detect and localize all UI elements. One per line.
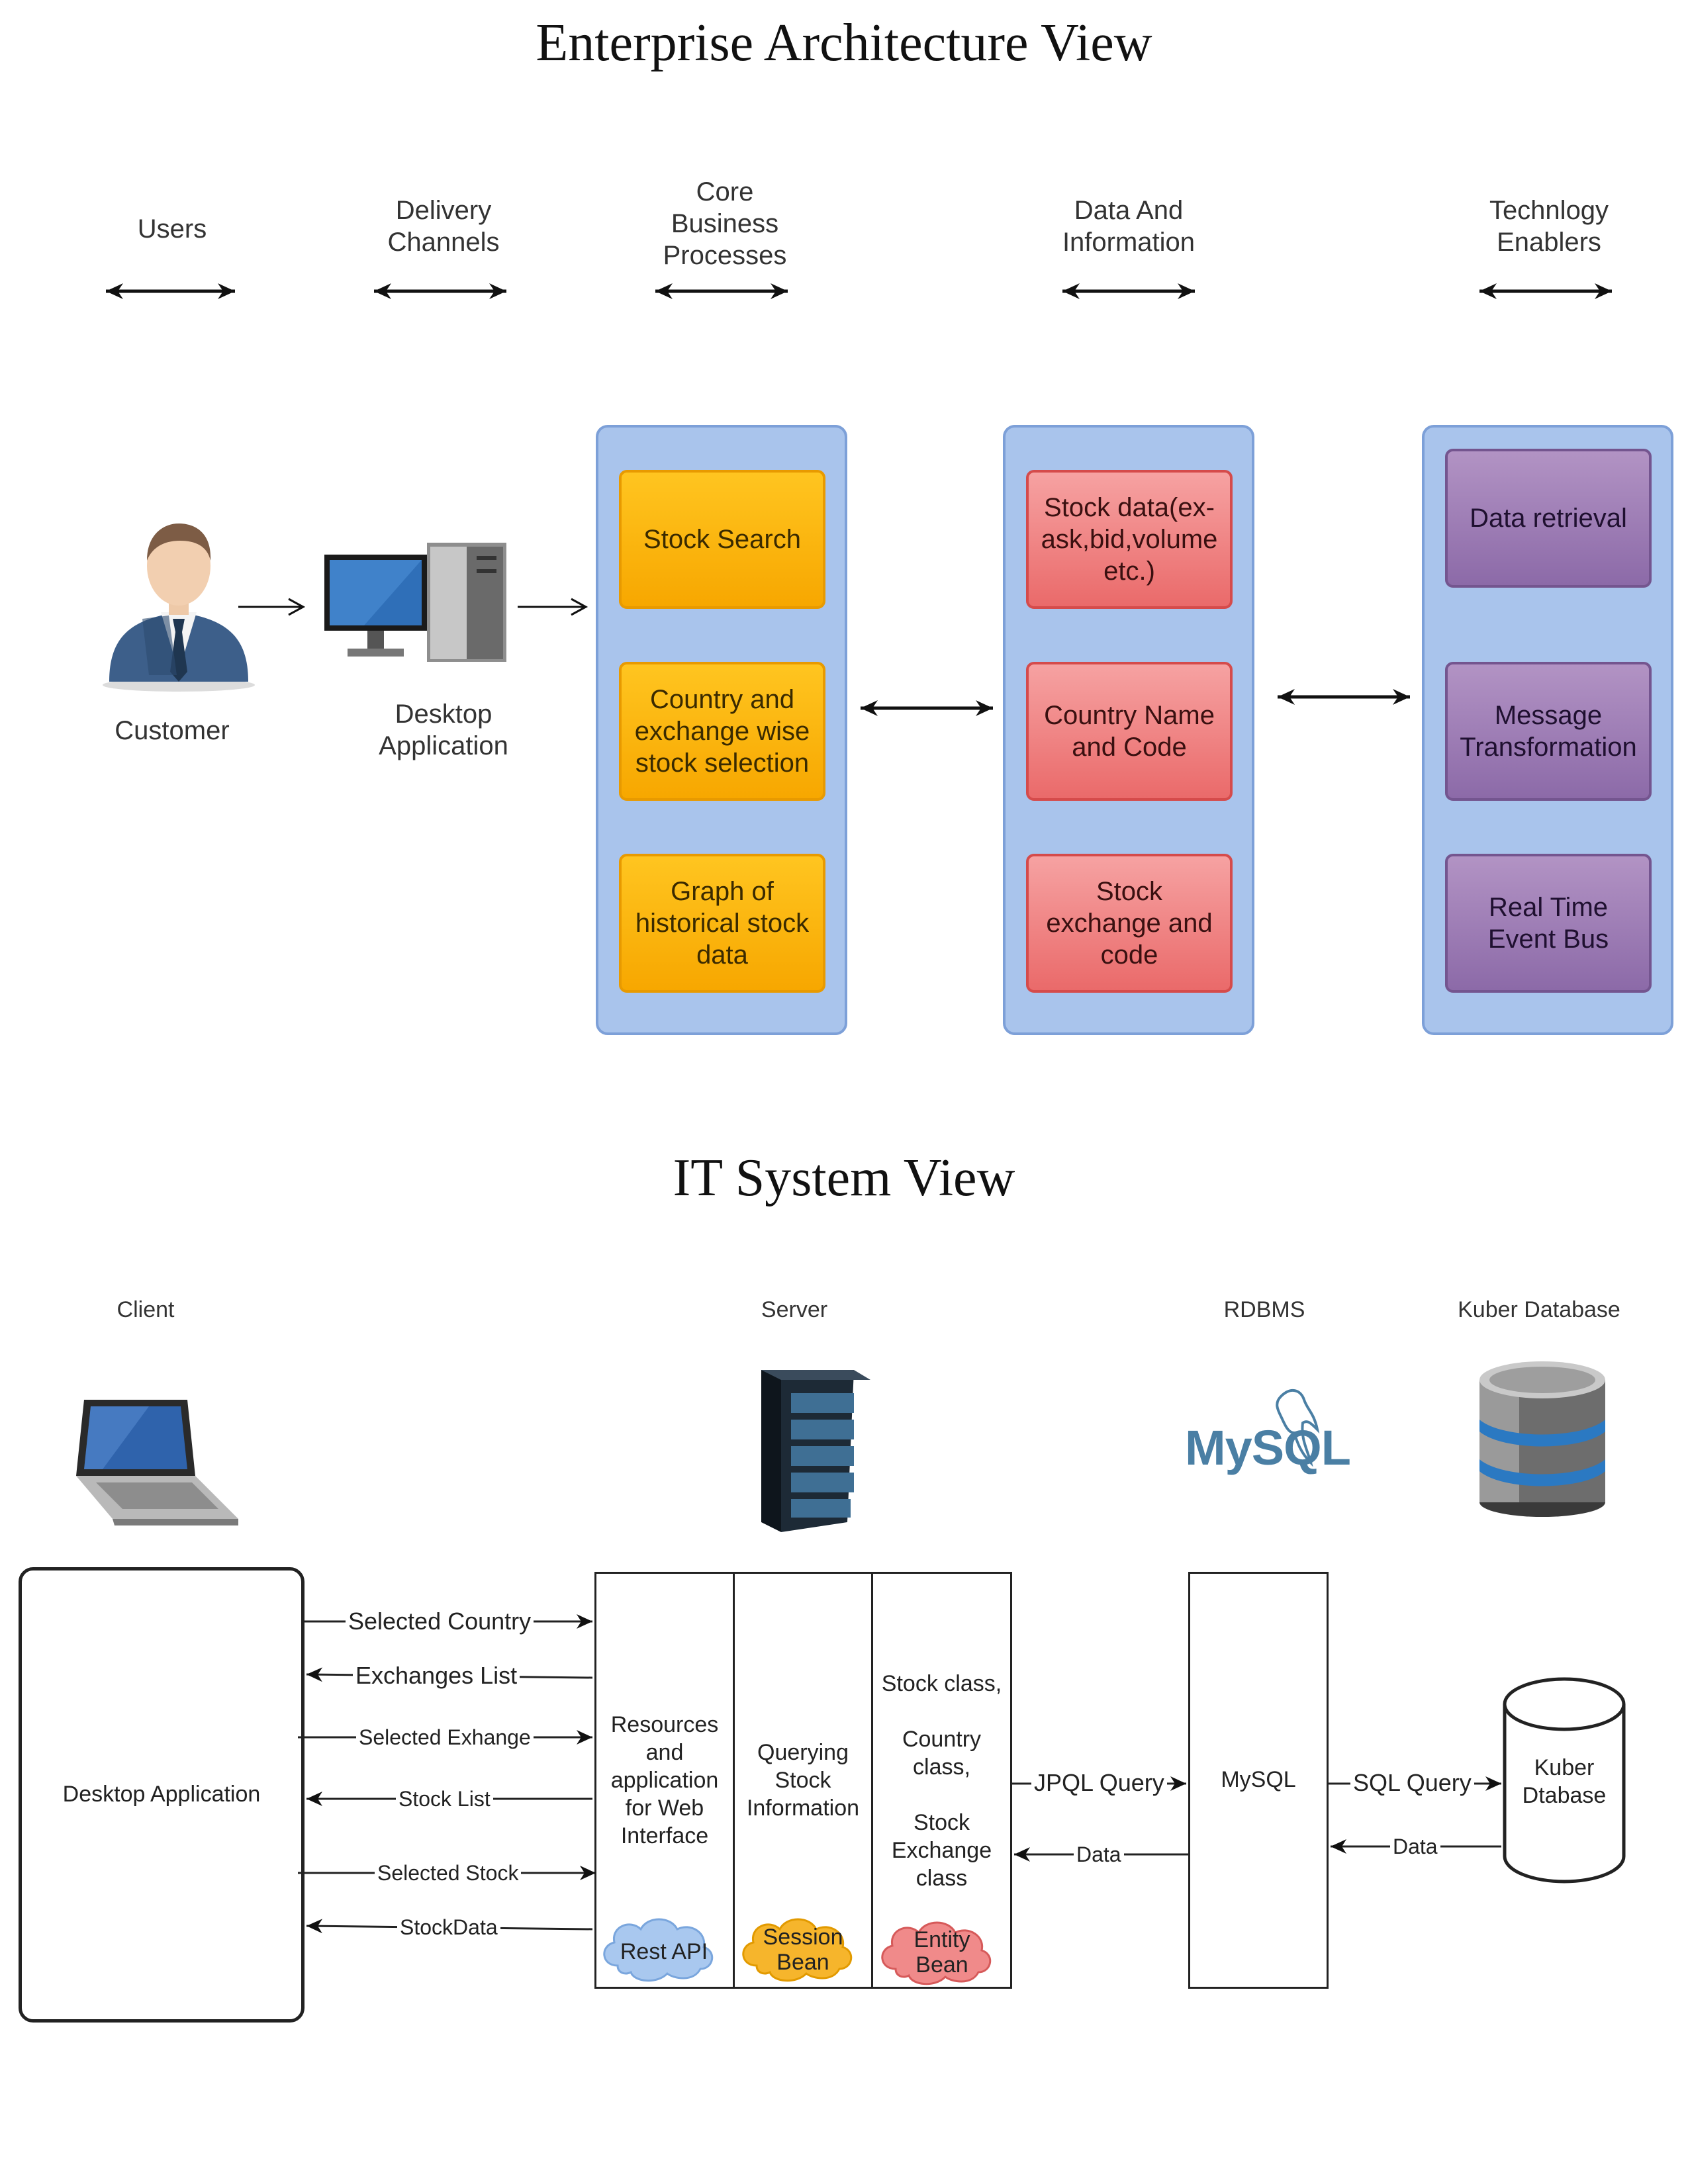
- data-card-country-name-code: Country Name and Code: [1026, 662, 1233, 801]
- msg-label-exchanges-list: Exchanges List: [353, 1664, 520, 1688]
- lane-label-technology-enablers: Technlogy Enablers: [1489, 196, 1609, 257]
- it-system-view-title: IT System View: [673, 1149, 1015, 1207]
- mysql-box: [1188, 1572, 1329, 1989]
- kuber-database-label: Kuber Dtabase: [1522, 1755, 1607, 1808]
- msg-label-sql-query: SQL Query: [1350, 1771, 1474, 1795]
- kuber-database-header: Kuber Database: [1458, 1297, 1620, 1322]
- laptop-icon: [76, 1400, 238, 1525]
- lane-label-core-business-processes: Core Business Processes: [663, 177, 787, 270]
- server-header: Server: [761, 1297, 828, 1322]
- mysql-logo-text: MySQL: [1185, 1420, 1351, 1475]
- kuber-database-cylinder: [1503, 1677, 1626, 1884]
- tech-card-message-transformation: Message Transformation: [1445, 662, 1652, 801]
- enterprise-connectors: [103, 283, 1612, 716]
- server-column-rest-text: Resources and application for Web Interf…: [610, 1712, 719, 1848]
- server-column-entity: [871, 1572, 1012, 1989]
- msg-label-selected-country: Selected Country: [346, 1610, 534, 1633]
- session-bean-cloud: [742, 1918, 853, 1982]
- lane-label-data-information: Data And Information: [1062, 196, 1196, 257]
- msg-label-selected-exchange: Selected Exhange: [356, 1725, 534, 1749]
- client-box-label: Desktop Application: [62, 1782, 261, 1807]
- mysql-box-label: MySQL: [1221, 1767, 1296, 1792]
- msg-label-selected-stock: Selected Stock: [375, 1861, 522, 1885]
- msg-label-data-mysql: Data: [1390, 1835, 1440, 1858]
- process-card-historical-graph: Graph of historical stock data: [619, 854, 825, 993]
- enterprise-view-title: Enterprise Architecture View: [536, 14, 1152, 72]
- entity-bean-cloud: [881, 1921, 992, 1985]
- data-card-stock-data: Stock data(ex- ask,bid,volume etc.): [1026, 470, 1233, 609]
- client-header: Client: [117, 1297, 175, 1322]
- msg-label-stock-list: Stock List: [396, 1787, 493, 1811]
- mysql-logo-icon: [1276, 1389, 1320, 1467]
- customer-icon: [103, 523, 255, 692]
- kuber-database-icon: [1479, 1361, 1605, 1517]
- customer-label: Customer: [115, 716, 230, 745]
- desktop-computer-icon: [324, 543, 506, 662]
- tech-card-data-retrieval: Data retrieval: [1445, 449, 1652, 588]
- rest-api-cloud: [603, 1918, 714, 1982]
- msg-label-stock-data: StockData: [397, 1915, 500, 1939]
- server-rack-icon: [761, 1370, 870, 1532]
- rest-api-badge-label: Rest API: [620, 1939, 708, 1964]
- server-column-session-text: Querying Stock Information: [746, 1740, 860, 1821]
- process-card-country-exchange-selection: Country and exchange wise stock selectio…: [619, 662, 825, 801]
- it-system-icons: [76, 1370, 1320, 1532]
- msg-label-data-server: Data: [1074, 1843, 1124, 1866]
- server-column-entity-text: Stock class, Country class, Stock Exchan…: [881, 1671, 1002, 1891]
- process-card-stock-search: Stock Search: [619, 470, 825, 609]
- client-desktop-application-box: [19, 1567, 305, 2023]
- desktop-application-label: Desktop Application: [379, 700, 508, 760]
- lane-label-delivery-channels: Delivery Channels: [387, 196, 500, 257]
- msg-label-jpql-query: JPQL Query: [1031, 1771, 1167, 1795]
- data-card-stock-exchange-code: Stock exchange and code: [1026, 854, 1233, 993]
- tech-card-real-time-event-bus: Real Time Event Bus: [1445, 854, 1652, 993]
- lane-label-users: Users: [137, 214, 207, 244]
- rdbms-header: RDBMS: [1223, 1297, 1305, 1322]
- session-bean-badge-label: Session Bean: [763, 1925, 843, 1975]
- entity-bean-badge-label: Entity Bean: [914, 1927, 970, 1978]
- server-badges: [603, 1918, 992, 1985]
